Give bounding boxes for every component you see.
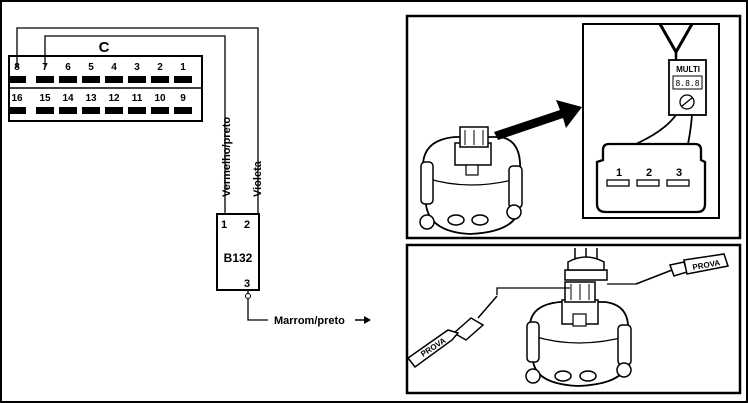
connector-label: C	[99, 39, 110, 56]
connector-pin-number: 3	[134, 62, 140, 73]
sensor-b132: 1 2 B132 3	[216, 213, 260, 291]
connector-pin-number: 13	[85, 93, 97, 104]
sensor-pin-1: 1	[221, 219, 227, 231]
socket-pin-3: 3	[676, 167, 682, 179]
wire-marrom-preto	[247, 290, 268, 321]
connector-pin-slot	[105, 107, 123, 114]
socket-body	[595, 142, 707, 214]
connector-pin-slot	[8, 76, 26, 83]
connector-pin-number: 11	[132, 93, 143, 104]
socket-slot-1	[606, 179, 630, 187]
socket-slot-3	[666, 179, 690, 187]
wire-label-vermelho-preto: Vermelho/preto	[221, 117, 233, 197]
wire-label-violeta: Violeta	[252, 160, 264, 197]
connector-pin-number: 5	[88, 62, 94, 73]
connector-pin-slot	[36, 76, 54, 83]
connector-pin-number: 4	[111, 62, 117, 73]
connector-pin-slot	[174, 76, 192, 83]
connector-pin-number: 15	[39, 93, 51, 104]
connector-pin-slot	[36, 107, 54, 114]
probe-right: PROVA	[635, 253, 729, 285]
multimeter-display-value: 8.8.8	[675, 79, 699, 88]
multimeter-display	[672, 75, 703, 90]
connector-pin-number: 12	[108, 93, 120, 104]
socket-pin-2: 2	[646, 167, 652, 179]
connector-pin-number: 10	[154, 93, 166, 104]
sensor-label: B132	[224, 251, 253, 265]
probe-wire-left	[496, 287, 570, 295]
connector-pin-slot	[174, 107, 192, 114]
connector-pin-slot	[105, 76, 123, 83]
sensor-body	[216, 213, 260, 291]
connector-pin-number: 16	[11, 93, 23, 104]
sensor-illustration	[419, 126, 523, 235]
connector-pin-slot	[8, 107, 26, 114]
connector-pin-slot	[151, 107, 169, 114]
connector-pin-number: 2	[157, 62, 163, 73]
sensor-pin-2: 2	[244, 219, 250, 231]
wire-vermelho-preto	[44, 35, 226, 214]
connector-pin-number: 9	[180, 93, 186, 104]
multimeter-label: MULTI	[676, 65, 700, 74]
connector-pin-slots	[8, 76, 192, 114]
wire-violeta	[16, 27, 259, 214]
connector-pin-slot	[59, 107, 77, 114]
connector-pin-number: 1	[180, 62, 186, 73]
wire-label-marrom-preto: Marrom/preto	[274, 315, 345, 327]
probe-test-panel: PROVA PROVA	[405, 243, 742, 395]
connector-pin-slot	[128, 107, 146, 114]
sensor-pin-3: 3	[244, 278, 250, 290]
connector-pin-number: 6	[65, 62, 71, 73]
connector-pin-slot	[128, 76, 146, 83]
pointer-arrow	[494, 100, 582, 140]
multimeter-test-panel: MULTI 8.8.8 1 2 3	[405, 14, 742, 240]
connector-pin-slot	[82, 76, 100, 83]
connector-pin-slot	[82, 107, 100, 114]
connector-pin-slot	[151, 76, 169, 83]
wire-terminal	[245, 293, 251, 299]
socket-slot-2	[636, 179, 660, 187]
connector-pin-number: 14	[62, 93, 74, 104]
connector-pin-slot	[59, 76, 77, 83]
connector-bottom-pins: 16 15 14 13 12 11 10 9	[11, 93, 186, 104]
socket-pin-1: 1	[616, 167, 622, 179]
output-arrow-head	[364, 316, 371, 324]
